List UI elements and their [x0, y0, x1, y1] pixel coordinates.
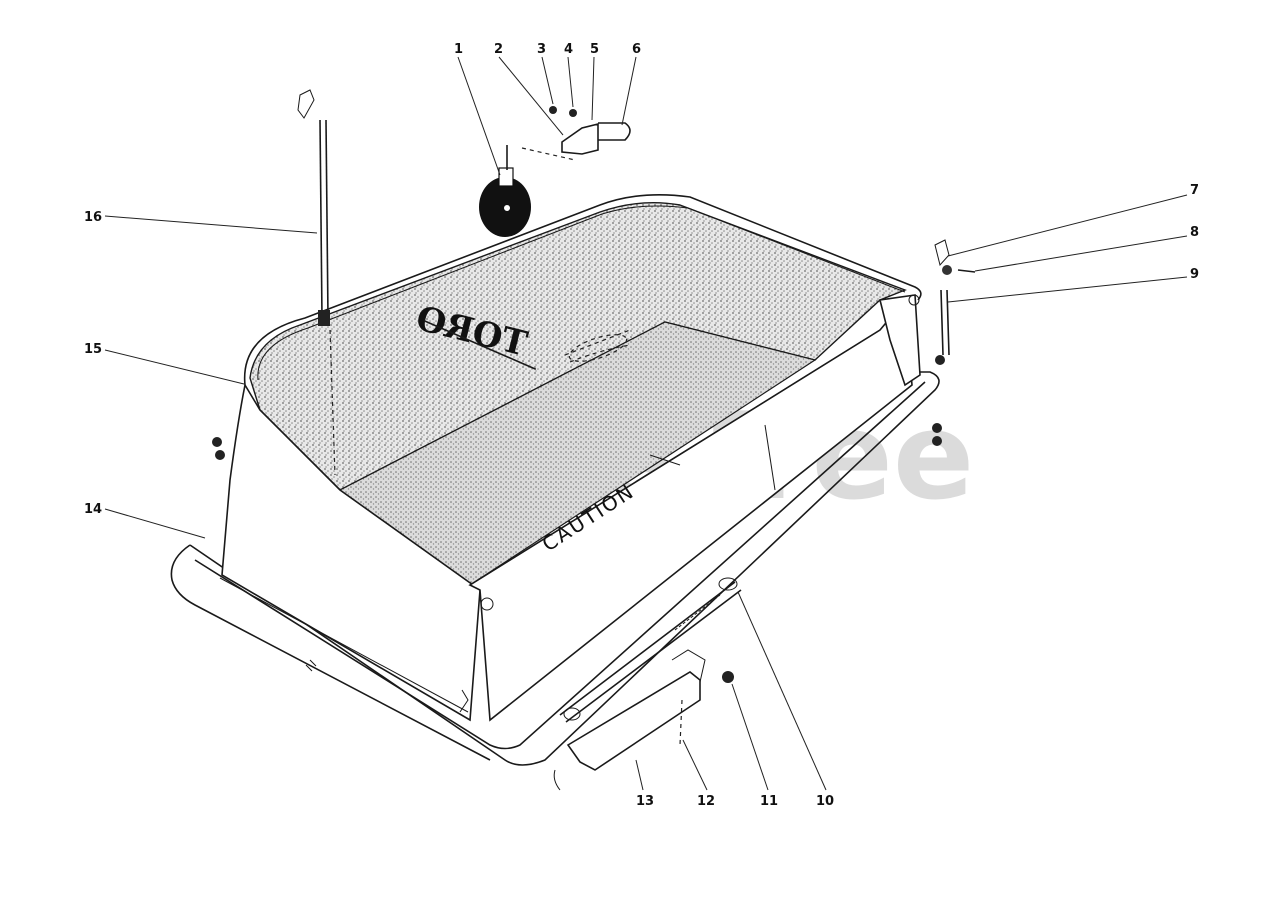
callout-6: 6: [632, 42, 641, 57]
spring-rod-assembly: [559, 577, 742, 723]
callout-13: 13: [636, 794, 654, 809]
bag-body: [219, 193, 922, 722]
callout-16: 16: [84, 210, 102, 225]
callout-14: 14: [84, 502, 102, 517]
frame-tube: [170, 371, 940, 766]
mount-hole-pattern: [564, 329, 631, 363]
callout-8: 8: [1190, 225, 1199, 240]
callout-labels: 1 2 3 4 5 6 7 8 9 10 11 12 13 14 15 16: [84, 42, 1199, 809]
caster-alignment-line: [521, 147, 576, 161]
callout-12: 12: [697, 794, 715, 809]
left-nuts: [212, 437, 225, 460]
leader-lines: [104, 56, 1188, 791]
callout-2: 2: [494, 42, 503, 57]
left-support-rod: [297, 89, 336, 476]
callout-10: 10: [816, 794, 834, 809]
callout-15: 15: [84, 342, 102, 357]
caster-bracket: [549, 106, 631, 155]
callout-7: 7: [1190, 183, 1199, 198]
callout-3: 3: [537, 42, 546, 57]
callout-11: 11: [760, 794, 778, 809]
caster-wheel: [479, 145, 531, 237]
hanger-bracket: [566, 649, 734, 771]
callout-9: 9: [1190, 267, 1199, 282]
callout-1: 1: [454, 42, 463, 57]
frame-arc: [553, 769, 561, 791]
callout-5: 5: [590, 42, 599, 57]
callout-4: 4: [564, 42, 573, 57]
right-support-rod: [932, 239, 976, 446]
